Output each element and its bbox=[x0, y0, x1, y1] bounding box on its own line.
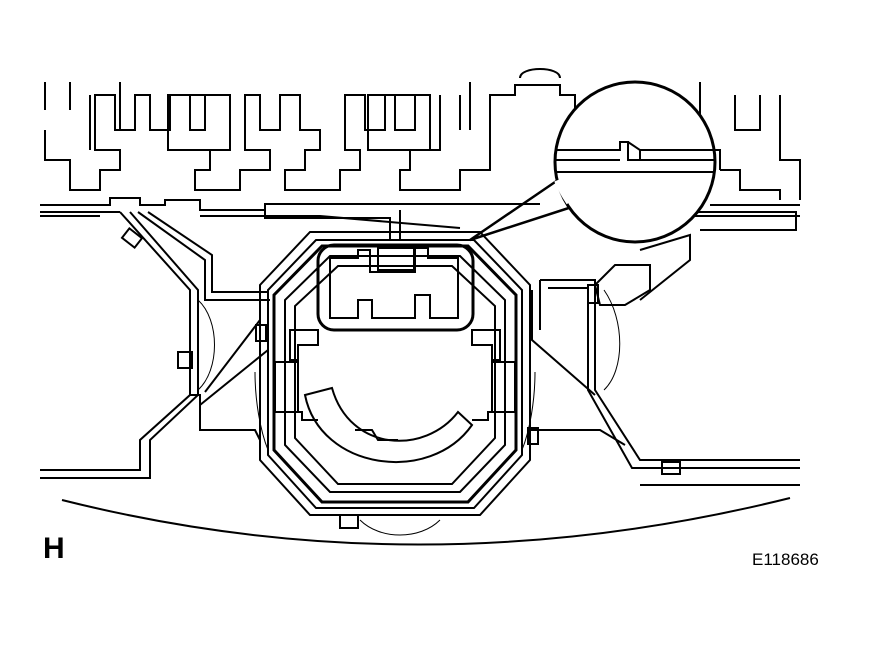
upper-cover-panel bbox=[40, 68, 801, 240]
internal-brackets bbox=[274, 329, 516, 464]
connector-block bbox=[316, 243, 475, 332]
spiral-cable-housing bbox=[254, 231, 536, 536]
detail-callout bbox=[469, 80, 717, 244]
figure-code-label: E118686 bbox=[752, 550, 819, 569]
lower-cover-arc bbox=[61, 497, 791, 546]
view-letter-label: H bbox=[43, 532, 65, 565]
right-lever-linkage bbox=[527, 233, 800, 486]
left-lever-linkage bbox=[40, 211, 270, 479]
